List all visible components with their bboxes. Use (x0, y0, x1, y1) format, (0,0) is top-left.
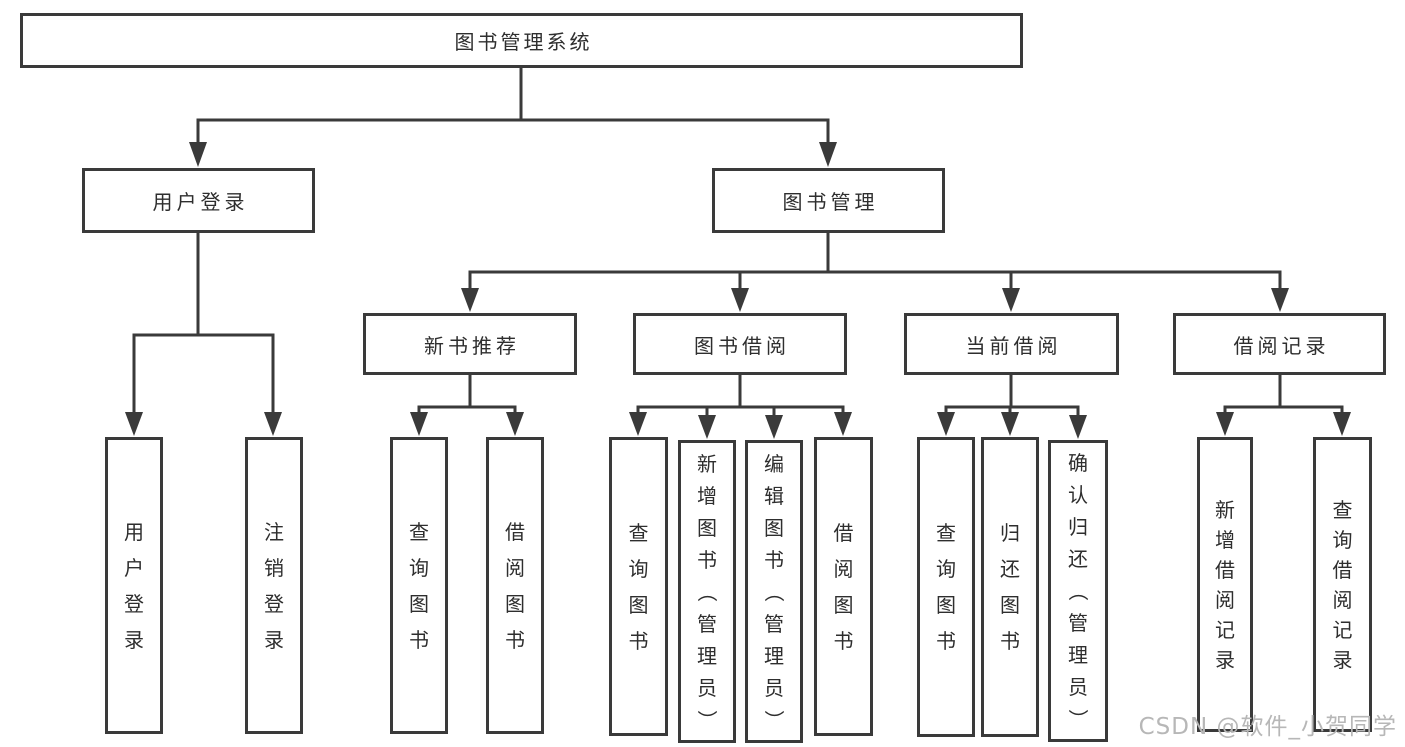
node-current-borrow-label: 当前借阅 (965, 333, 1062, 358)
leaf-borrow-books-recommend: 借阅图书 (486, 437, 544, 734)
leaf-edit-book-admin-label: 编辑图书（管理员） (762, 451, 786, 730)
leaf-return-book-label: 归还图书 (1000, 521, 1020, 653)
node-user-login-label: 用户登录 (152, 190, 249, 214)
edges-borrow-records (1216, 375, 1351, 436)
leaf-edit-book-admin: 编辑图书（管理员） (745, 440, 803, 743)
leaf-user-login-label: 用户登录 (124, 519, 144, 652)
node-new-book-recommend-label: 新书推荐 (424, 333, 520, 358)
leaf-add-borrow-record: 新增借阅记录 (1197, 437, 1253, 732)
node-book-management-label: 图书管理 (782, 190, 879, 214)
leaf-query-books-current-label: 查询图书 (936, 521, 956, 653)
leaf-borrow-books-label: 借阅图书 (833, 520, 854, 653)
leaf-query-books-recommend: 查询图书 (390, 437, 448, 734)
node-book-borrow: 图书借阅 (633, 313, 847, 375)
csdn-watermark: CSDN @软件_小贺同学 (1138, 714, 1397, 740)
node-user-login: 用户登录 (82, 168, 315, 233)
edges-book-management (461, 233, 1289, 312)
leaf-query-books-borrow: 查询图书 (609, 437, 668, 736)
node-book-management: 图书管理 (712, 168, 945, 233)
edges-book-borrow (629, 375, 852, 439)
node-borrow-records: 借阅记录 (1173, 313, 1386, 375)
leaf-borrow-books-recommend-label: 借阅图书 (505, 519, 525, 652)
leaf-add-borrow-record-label: 新增借阅记录 (1215, 497, 1235, 672)
edges-new-book-recommend (410, 375, 524, 436)
leaf-user-login: 用户登录 (105, 437, 163, 734)
leaf-query-borrow-record: 查询借阅记录 (1313, 437, 1372, 732)
leaf-query-borrow-record-label: 查询借阅记录 (1332, 497, 1353, 672)
leaf-logout-label: 注销登录 (264, 519, 284, 652)
node-borrow-records-label: 借阅记录 (1233, 333, 1330, 358)
node-current-borrow: 当前借阅 (904, 313, 1119, 375)
edges-current-borrow (937, 375, 1087, 439)
leaf-query-books-current: 查询图书 (917, 437, 975, 737)
node-book-borrow-label: 图书借阅 (694, 333, 790, 358)
leaf-confirm-return-admin-label: 确认归还（管理员） (1066, 451, 1090, 729)
node-library-management-system-label: 图书管理系统 (454, 30, 593, 54)
leaf-return-book: 归还图书 (981, 437, 1039, 737)
node-new-book-recommend: 新书推荐 (363, 313, 577, 375)
leaf-query-books-recommend-label: 查询图书 (409, 519, 429, 652)
edges-root (189, 68, 837, 167)
leaf-borrow-books: 借阅图书 (814, 437, 873, 736)
edges-user-login (125, 233, 282, 436)
leaf-logout: 注销登录 (245, 437, 303, 734)
leaf-query-books-borrow-label: 查询图书 (628, 520, 649, 653)
leaf-add-book-admin-label: 新增图书（管理员） (695, 451, 719, 730)
node-library-management-system: 图书管理系统 (20, 13, 1023, 68)
leaf-add-book-admin: 新增图书（管理员） (678, 440, 736, 743)
leaf-confirm-return-admin: 确认归还（管理员） (1048, 440, 1108, 742)
